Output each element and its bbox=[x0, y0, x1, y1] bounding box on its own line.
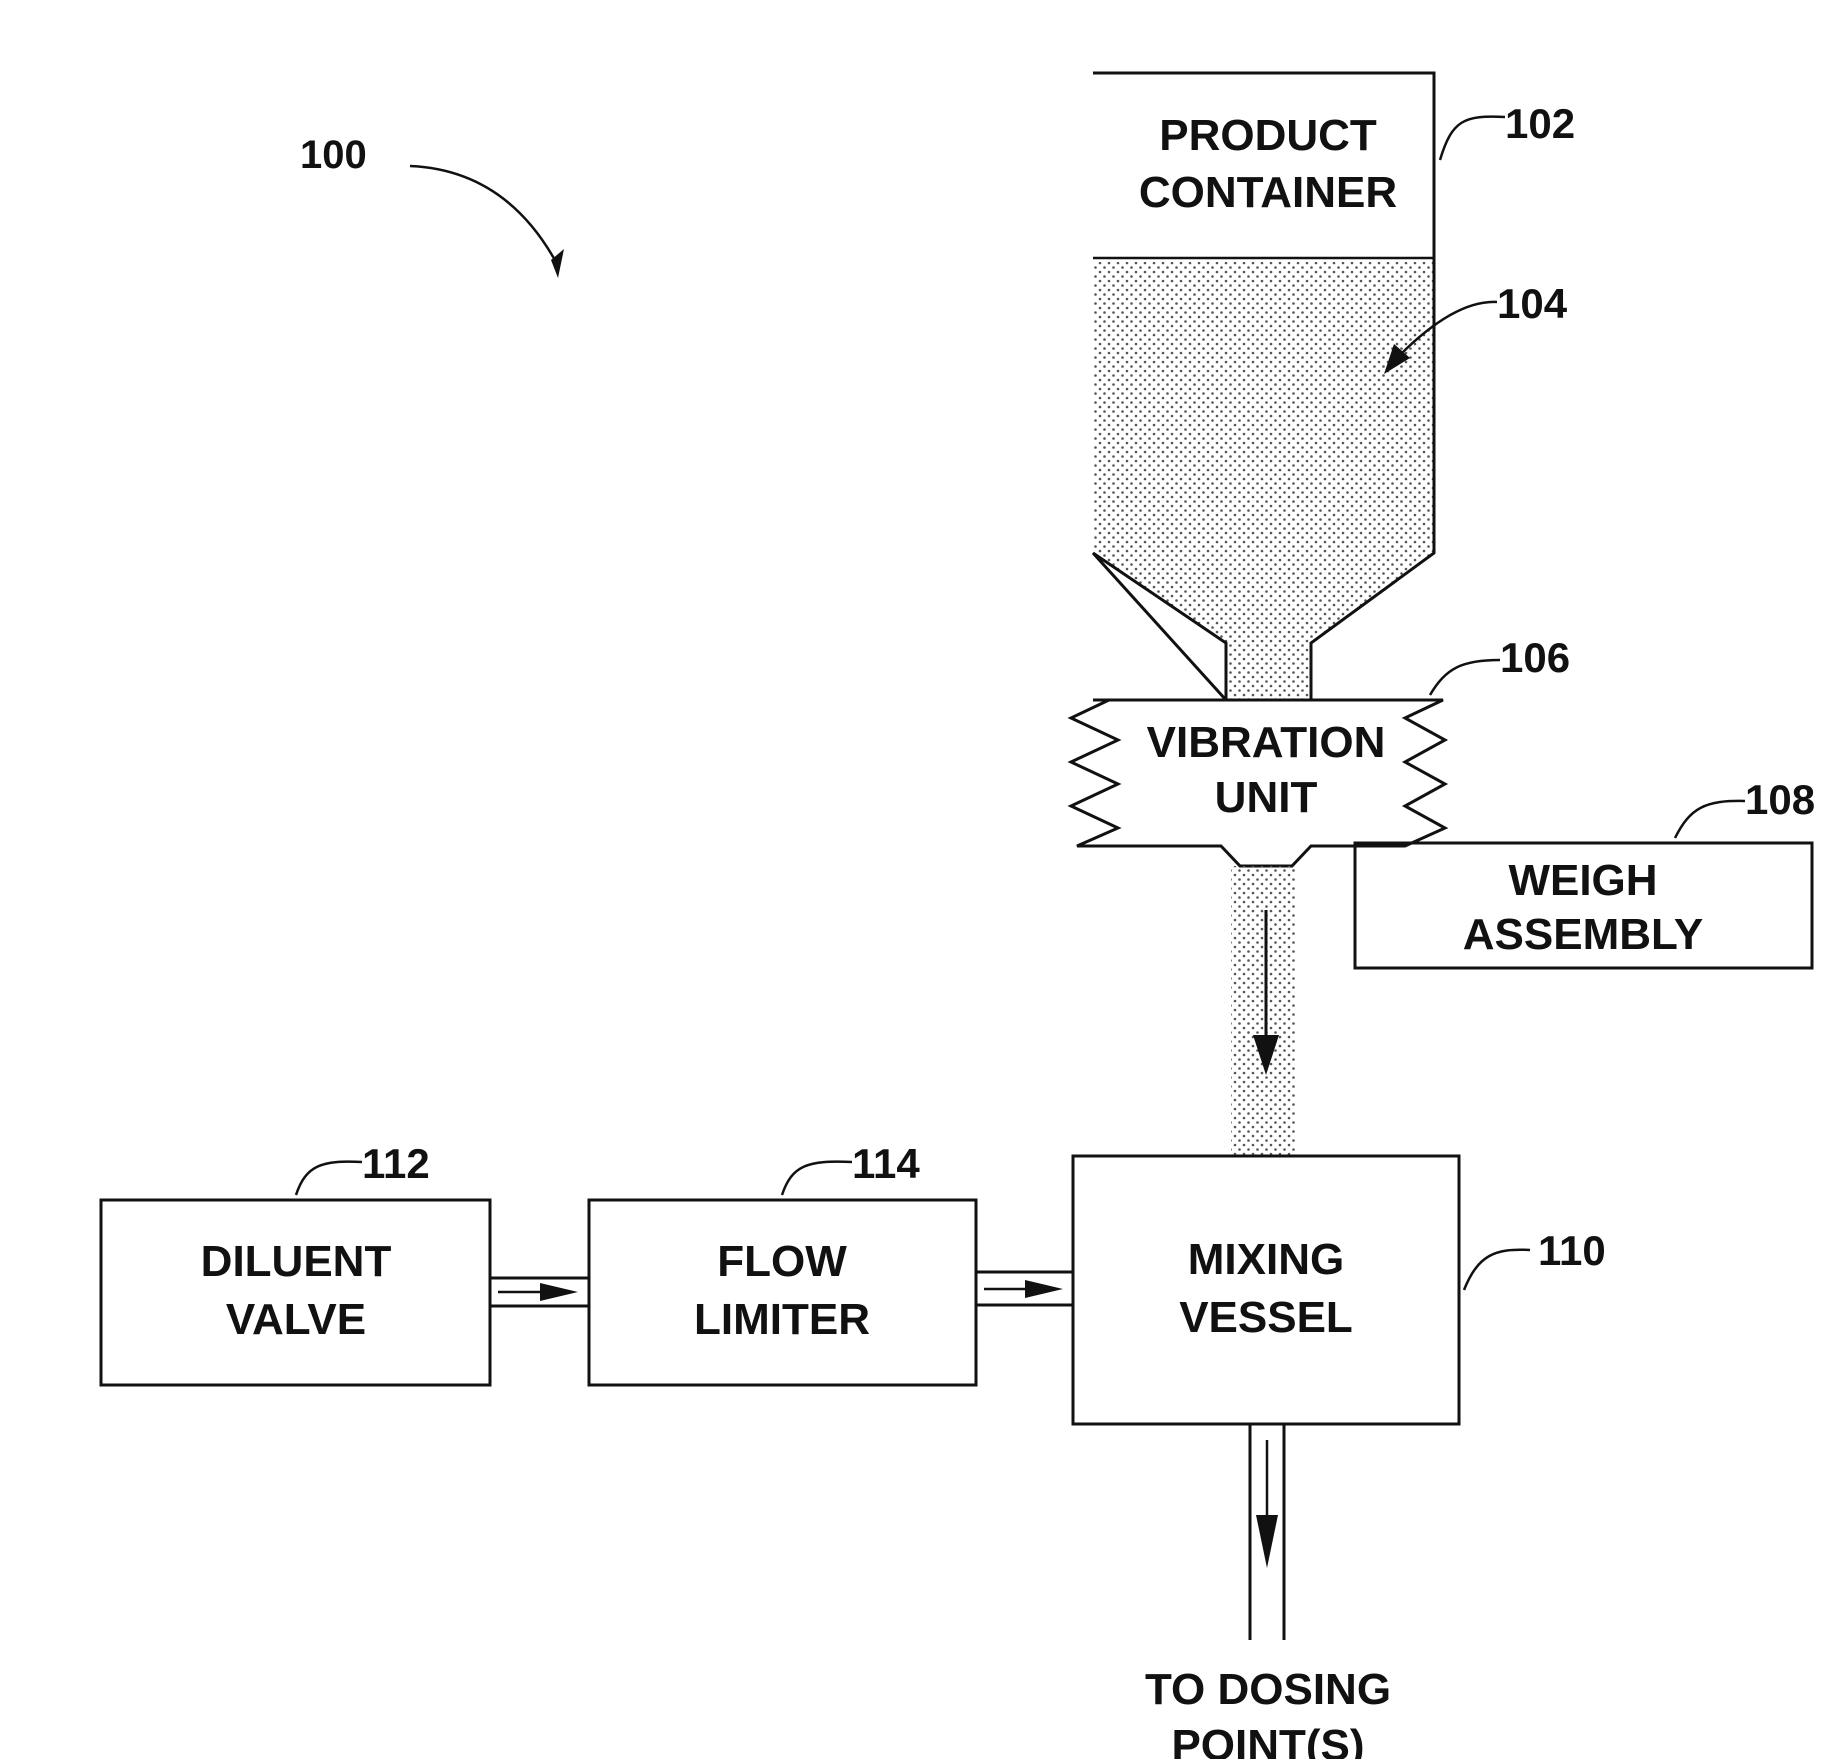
product-ref-label: 104 bbox=[1497, 280, 1568, 327]
vibration-unit: VIBRATION UNIT bbox=[1071, 700, 1445, 866]
mixing-vessel-label-line2: VESSEL bbox=[1179, 1293, 1353, 1342]
product-container-ref: 102 bbox=[1505, 100, 1575, 147]
figure-ref-arrowhead bbox=[551, 249, 564, 278]
diluent-valve-label-line1: DILUENT bbox=[201, 1237, 392, 1286]
figure-ref-label: 100 bbox=[300, 133, 367, 177]
mixing-vessel-label-line1: MIXING bbox=[1188, 1235, 1344, 1284]
vibration-unit-label-line2: UNIT bbox=[1215, 773, 1318, 822]
diluent-valve-leader bbox=[296, 1162, 362, 1195]
output-label-line1: TO DOSING bbox=[1145, 1665, 1391, 1714]
weigh-assembly-label-line1: WEIGH bbox=[1508, 856, 1657, 905]
vibration-unit-label-line1: VIBRATION bbox=[1147, 718, 1386, 767]
diluent-valve-label-line2: VALVE bbox=[226, 1295, 366, 1344]
weigh-assembly-label-line2: ASSEMBLY bbox=[1463, 910, 1703, 959]
product-stream bbox=[1231, 866, 1296, 1156]
flow-limiter-label-line1: FLOW bbox=[717, 1237, 847, 1286]
product-container-leader bbox=[1440, 117, 1505, 160]
vibration-unit-leader bbox=[1430, 660, 1500, 695]
mixing-vessel: MIXING VESSEL bbox=[1073, 1156, 1459, 1424]
weigh-assembly: WEIGH ASSEMBLY bbox=[1355, 843, 1812, 968]
weigh-assembly-ref: 108 bbox=[1745, 776, 1815, 823]
pipe-a-arrowhead bbox=[540, 1283, 578, 1301]
weigh-assembly-leader bbox=[1675, 801, 1745, 838]
mixing-vessel-box bbox=[1073, 1156, 1459, 1424]
outlet-arrowhead bbox=[1256, 1515, 1278, 1568]
flow-limiter: FLOW LIMITER bbox=[589, 1200, 976, 1385]
flow-limiter-box bbox=[589, 1200, 976, 1385]
diluent-valve-box bbox=[101, 1200, 490, 1385]
product-container: PRODUCT CONTAINER bbox=[1093, 73, 1434, 700]
pipe-b-arrowhead bbox=[1025, 1280, 1063, 1298]
vibration-unit-ref: 106 bbox=[1500, 634, 1570, 681]
mixing-vessel-ref: 110 bbox=[1538, 1227, 1606, 1274]
flow-limiter-label-line2: LIMITER bbox=[694, 1295, 870, 1344]
product-container-label-line2: CONTAINER bbox=[1139, 168, 1397, 217]
product-fill bbox=[1093, 262, 1434, 700]
mixing-vessel-leader bbox=[1464, 1250, 1530, 1290]
flow-limiter-leader bbox=[782, 1162, 852, 1195]
figure-ref-leader bbox=[410, 166, 556, 262]
output-label-line2: POINT(S) bbox=[1171, 1721, 1364, 1759]
diluent-valve: DILUENT VALVE bbox=[101, 1200, 490, 1385]
diluent-valve-ref: 112 bbox=[362, 1140, 430, 1187]
flow-limiter-ref: 114 bbox=[852, 1140, 920, 1187]
product-container-label-line1: PRODUCT bbox=[1159, 111, 1377, 160]
